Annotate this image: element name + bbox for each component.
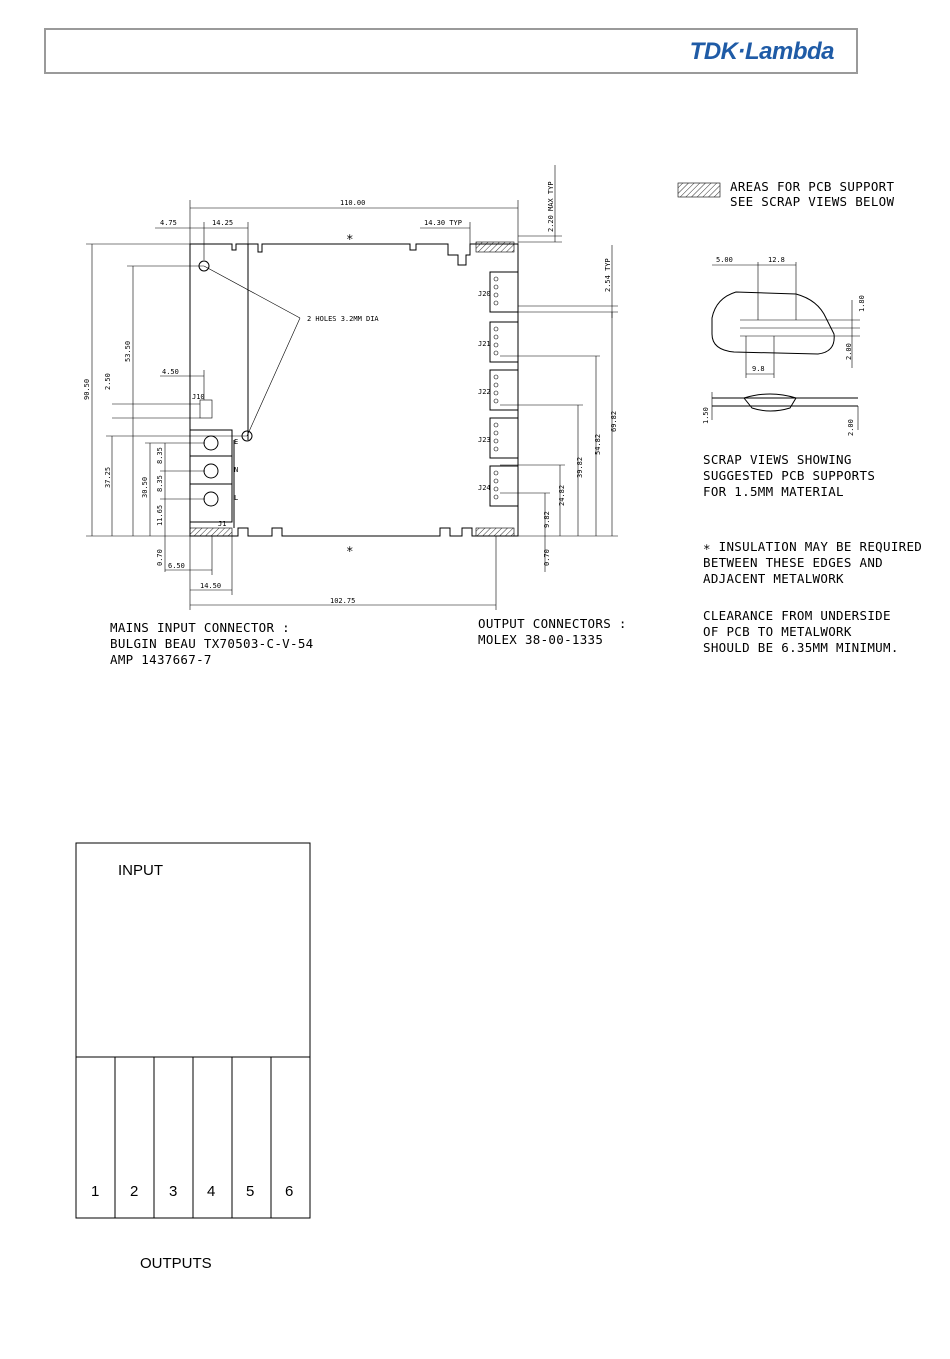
dim-254: 2.54 TYP — [604, 258, 612, 292]
scrap-caption-line-2: SUGGESTED PCB SUPPORTS — [703, 468, 875, 483]
scrap-caption-line-3: FOR 1.5MM MATERIAL — [703, 484, 844, 499]
scrap-dim-98: 9.8 — [752, 365, 765, 373]
insulation-line-3: ADJACENT METALWORK — [703, 571, 844, 586]
pcb-support-area — [475, 527, 515, 537]
legend-line-1: AREAS FOR PCB SUPPORT — [730, 179, 895, 194]
connector-label-j24: J24 — [478, 484, 491, 492]
dim-1450: 14.50 — [200, 582, 221, 590]
scrap-dim-128: 12.8 — [768, 256, 785, 264]
scrap-dim-150: 1.50 — [702, 407, 710, 424]
scrap-view-side: 1.50 2.00 — [702, 392, 859, 436]
connector-label-j23: J23 — [478, 436, 491, 444]
output-connectors: J20 J21 J22 J23 J24 — [478, 271, 519, 507]
dim-10275: 102.75 — [330, 597, 355, 605]
dim-650: 6.50 — [168, 562, 185, 570]
insulation-line-1: ∗ INSULATION MAY BE REQUIRED — [703, 539, 922, 554]
dim-2482: 24.82 — [558, 485, 566, 506]
pcb-support-area — [189, 527, 233, 537]
scrap-dim-500: 5.00 — [716, 256, 733, 264]
support-legend-swatch — [677, 182, 721, 198]
scrap-dim-200b: 2.00 — [847, 419, 855, 436]
pcb-outline — [189, 243, 519, 537]
j10-label: J10 — [192, 393, 205, 401]
insulation-line-2: BETWEEN THESE EDGES AND — [703, 555, 883, 570]
dim-475: 4.75 — [160, 219, 177, 227]
scrap-dim-180: 1.80 — [858, 295, 866, 312]
legend-line-2: SEE SCRAP VIEWS BELOW — [730, 194, 895, 209]
insulation-star-top: ∗ — [346, 229, 354, 244]
dim-3725: 37.25 — [104, 467, 112, 488]
scrap-caption-line-1: SCRAP VIEWS SHOWING — [703, 452, 852, 467]
page-header: TDK·Lambda — [44, 28, 858, 74]
output-3: 3 — [169, 1183, 177, 1200]
output-note-line-2: MOLEX 38-00-1335 — [478, 632, 603, 647]
holes-label: 2 HOLES 3.2MM DIA — [307, 315, 379, 323]
dim-835b: 8.35 — [156, 475, 164, 492]
dimension-labels: 110.00 4.75 14.25 14.30 TYP 2.20 MAX TYP… — [83, 181, 618, 605]
output-5: 5 — [246, 1183, 254, 1200]
mains-connector-note: MAINS INPUT CONNECTOR : BULGIN BEAU TX70… — [110, 620, 313, 667]
insulation-star-bottom: ∗ — [346, 541, 354, 556]
connector-label-j22: J22 — [478, 388, 491, 396]
dim-110: 110.00 — [340, 199, 365, 207]
dim-max: 2.20 MAX TYP — [547, 181, 555, 232]
output-2: 2 — [130, 1183, 138, 1200]
dim-835a: 8.35 — [156, 447, 164, 464]
mains-note-line-3: AMP 1437667-7 — [110, 652, 212, 667]
clearance-line-2: OF PCB TO METALWORK — [703, 624, 852, 639]
dim-250: 2.50 — [104, 373, 112, 390]
mains-note-line-2: BULGIN BEAU TX70503-C-V-54 — [110, 636, 313, 651]
dim-5350: 53.50 — [124, 341, 132, 362]
output-1: 1 — [91, 1183, 99, 1200]
output-note-line-1: OUTPUT CONNECTORS : — [478, 616, 627, 631]
scrap-view-top: 5.00 12.8 1.80 2.00 9.8 — [711, 256, 866, 378]
dim-5482: 54.82 — [594, 434, 602, 455]
input-label: INPUT — [118, 862, 163, 879]
scrap-dim-200: 2.00 — [845, 343, 853, 360]
dim-6982: 69.82 — [610, 411, 618, 432]
pin-label-l: L — [234, 494, 238, 502]
outputs-label: OUTPUTS — [140, 1255, 212, 1272]
dim-3050: 30.50 — [141, 477, 149, 498]
pcb-support-area — [475, 241, 515, 253]
pin-label-e: E — [234, 438, 238, 446]
dim-450: 4.50 — [162, 368, 179, 376]
dim-1165: 11.65 — [156, 505, 164, 526]
pin-label-n: N — [234, 466, 238, 474]
input-output-block: INPUT 1 2 3 4 5 6 — [75, 842, 311, 1219]
dim-3982: 39.82 — [576, 457, 584, 478]
dim-9050: 90.50 — [83, 379, 91, 400]
output-4: 4 — [207, 1183, 215, 1200]
connector-label-j20: J20 — [478, 290, 491, 298]
connector-label-j21: J21 — [478, 340, 491, 348]
j1-label: J1 — [218, 520, 226, 528]
dim-982: 9.82 — [543, 511, 551, 528]
mains-note-line-1: MAINS INPUT CONNECTOR : — [110, 620, 290, 635]
dim-070-right: 0.70 — [543, 549, 551, 566]
output-6: 6 — [285, 1183, 293, 1200]
clearance-line-3: SHOULD BE 6.35MM MINIMUM. — [703, 640, 899, 655]
mains-input-connector: E N L J1 — [189, 429, 238, 528]
tdk-lambda-logo: TDK·Lambda — [689, 38, 835, 65]
clearance-line-1: CLEARANCE FROM UNDERSIDE — [703, 608, 891, 623]
output-connector-note: OUTPUT CONNECTORS : MOLEX 38-00-1335 — [478, 616, 627, 647]
dim-1430: 14.30 TYP — [424, 219, 462, 227]
j10-connector: J10 — [112, 393, 213, 419]
dim-1425: 14.25 — [212, 219, 233, 227]
dimension-lines — [86, 165, 618, 610]
dim-070-left: 0.70 — [156, 549, 164, 566]
